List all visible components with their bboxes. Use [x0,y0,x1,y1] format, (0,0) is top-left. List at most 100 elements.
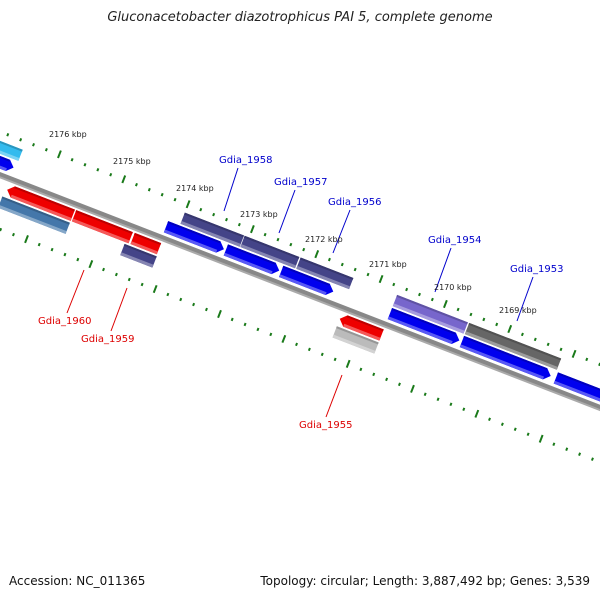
feature-gene-minus-2[interactable] [5,184,75,221]
ruler-major-tick [217,309,222,319]
ruler-major-tick [88,259,94,269]
feature-gene-minus-4[interactable] [130,232,162,255]
feature-edge [346,315,384,332]
gene-label-gdia-1956[interactable]: Gdia_1956 [328,197,381,208]
feature-bevel [296,265,351,290]
ruler-minor-tick [63,252,67,257]
ruler-minor-tick [307,347,311,352]
leader-gdia-1957 [278,189,296,234]
ruler-upper [6,133,600,367]
genome-summary: Topology: circular; Length: 3,887,492 bp… [260,574,590,588]
ruler-major-tick [507,324,513,334]
ruler-minor-tick [114,272,118,277]
feature-edge [123,243,157,259]
feature-body [0,152,14,172]
gene-label-gdia-1954[interactable]: Gdia_1954 [428,235,481,246]
feature-gene-plus-19[interactable] [553,372,600,404]
ruler-minor-tick [359,367,363,372]
ruler-minor-tick [578,452,582,456]
ruler-major-tick [443,299,448,309]
feature-bevel [553,380,600,402]
ruler-major-tick [474,409,480,418]
feature-edge [227,244,276,265]
gene-label-gdia-1953[interactable]: Gdia_1953 [510,264,563,275]
tick-label-2172: 2172 kbp [305,235,343,244]
feature-gene-plus-1[interactable] [0,152,16,173]
feature-gene-plus-12[interactable] [279,265,335,297]
ruler-minor-tick [37,242,41,247]
ruler-minor-tick [559,347,563,352]
gene-label-gdia-1957[interactable]: Gdia_1957 [274,177,327,188]
feature-edge [391,307,456,335]
feature-body [339,315,384,341]
ruler-minor-tick [76,257,80,262]
feature-cog-plus-7[interactable] [180,212,245,247]
feature-cog-minus-5[interactable] [0,196,70,234]
leader-gdia-1954 [434,247,452,293]
gene-label-gdia-1958[interactable]: Gdia_1958 [219,155,272,166]
ruler-minor-tick [585,357,589,362]
feature-body [71,210,133,244]
ruler-minor-tick [127,277,131,282]
feature-bevel [332,334,376,354]
feature-body [332,326,379,354]
ruler-minor-tick [0,227,3,232]
ruler-minor-tick [295,342,298,347]
tick-label-2175: 2175 kbp [113,157,151,166]
feature-cog-plus-8[interactable] [240,235,300,269]
feature-gene-plus-11[interactable] [223,244,282,276]
ruler-major-tick [314,250,320,259]
feature-gene-plus-17[interactable] [387,307,462,346]
feature-edge [75,210,133,234]
feature-cog-plus-16[interactable] [464,322,562,370]
ruler-major-tick [410,384,415,393]
ruler-minor-tick [513,427,517,431]
feature-bevel [387,316,453,344]
feature-edge [282,265,330,286]
feature-cog-plus-15[interactable] [392,294,468,334]
feature-cog-minus-14[interactable] [332,326,379,354]
ruler-major-tick [281,334,287,344]
gene-label-gdia-1955[interactable]: Gdia_1955 [299,420,352,431]
feature-bevel [279,274,327,296]
feature-cog-plus-0[interactable] [0,138,23,161]
ruler-minor-tick [147,187,151,192]
ruler-minor-tick [488,417,491,422]
ruler-minor-tick [11,232,15,237]
feature-bevel [0,204,67,234]
feature-body [459,335,551,380]
ruler-minor-tick [263,232,267,237]
feature-bevel [71,218,130,244]
feature-body [279,265,334,296]
feature-cog-minus-6[interactable] [120,243,157,268]
feature-body [7,186,75,221]
feature-bevel [0,147,20,161]
ruler-minor-tick [353,267,357,272]
feature-gene-minus-13[interactable] [338,313,384,341]
ruler-minor-tick [192,302,196,307]
ruler-minor-tick [526,432,530,436]
feature-edge [184,212,245,238]
ruler-major-tick [345,359,351,368]
feature-body [180,212,245,247]
ruler-minor-tick [590,457,594,461]
feature-body [553,372,600,402]
feature-bevel [0,160,7,172]
ruler-minor-tick [340,262,344,267]
ruler-minor-tick [166,292,170,297]
ruler-minor-tick [109,172,113,177]
feature-body [163,221,224,253]
feature-gene-plus-10[interactable] [163,221,226,255]
gene-label-gdia-1959[interactable]: Gdia_1959 [81,334,134,345]
ruler-minor-tick [269,332,273,337]
feature-cog-plus-9[interactable] [296,257,354,290]
ruler-minor-tick [44,148,48,152]
feature-body [120,243,157,268]
ruler-lower [0,227,594,461]
feature-gene-minus-3[interactable] [71,210,133,244]
gene-label-gdia-1960[interactable]: Gdia_1960 [38,316,91,327]
backbone-shadow [0,139,600,467]
ruler-minor-tick [289,242,293,247]
feature-gene-plus-18[interactable] [459,335,553,382]
